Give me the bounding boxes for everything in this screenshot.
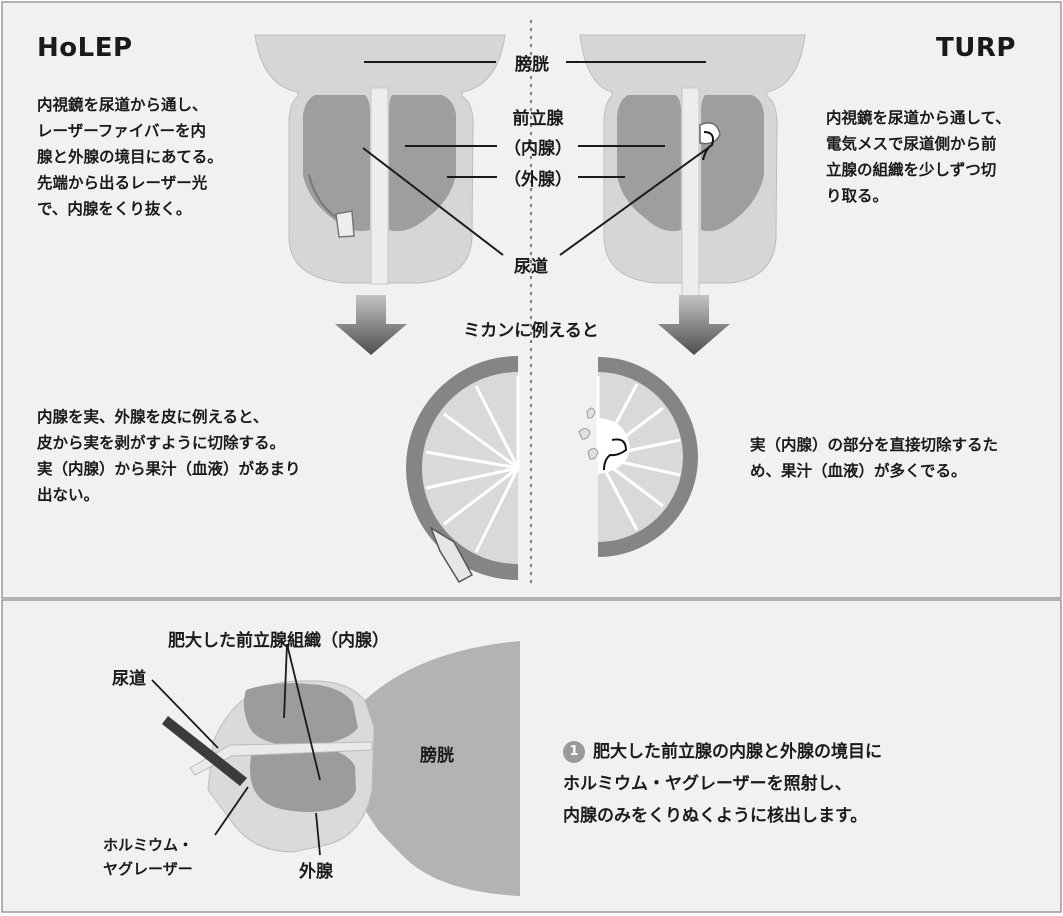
- bottom-anatomy-diagram: [162, 641, 520, 896]
- turp-heading: TURP: [936, 33, 1016, 63]
- holep-orange-diagram: [406, 356, 520, 583]
- analogy-caption: ミカンに例えると: [463, 321, 599, 341]
- inner-gland-label: （内腺）: [504, 139, 572, 159]
- holep-description: 内視鏡を尿道から通し、 レーザーファイバーを内 腺と外腺の境目にあてる。 先端か…: [37, 96, 223, 218]
- outer-gland-label: （外腺）: [504, 170, 572, 190]
- holep-prostate-diagram: [254, 34, 506, 285]
- laser-label: ホルミウム・ ヤグレーザー: [103, 836, 194, 878]
- holep-analogy-text: 内腺を実、外腺を皮に例えると、 皮から実を剥がすように切除する。 実（内腺）から…: [37, 408, 301, 504]
- bottom-panel: [1, 599, 1062, 913]
- turp-description: 内視鏡を尿道から通して、 電気メスで尿道側から前 立腺の組織を少しずつ切 り取る…: [826, 109, 1011, 205]
- enlarged-tissue-label: 肥大した前立腺組織（内腺）: [168, 631, 389, 651]
- turp-analogy-text: 実（内腺）の部分を直接切除するた め、果汁（血液）が多くでる。: [750, 436, 999, 480]
- bottom-leader-lines: [151, 643, 321, 856]
- bottom-outer-gland-label: 外腺: [299, 862, 333, 882]
- prostate-label: 前立腺: [512, 109, 564, 129]
- step-text: 肥大した前立腺の内腺と外腺の境目に ホルミウム・ヤグレーザーを照射し、 内腺のみ…: [563, 742, 882, 826]
- step-number-badge: 1: [563, 741, 585, 763]
- top-leader-lines: [362, 61, 709, 256]
- turp-orange-diagram: [578, 357, 698, 557]
- urethra-label: 尿道: [514, 257, 548, 277]
- bladder-label: 膀胱: [515, 55, 549, 75]
- bottom-bladder-label: 膀胱: [420, 746, 454, 766]
- holep-heading: HoLEP: [37, 33, 133, 63]
- bottom-urethra-label: 尿道: [112, 669, 146, 689]
- down-arrows: [335, 295, 730, 355]
